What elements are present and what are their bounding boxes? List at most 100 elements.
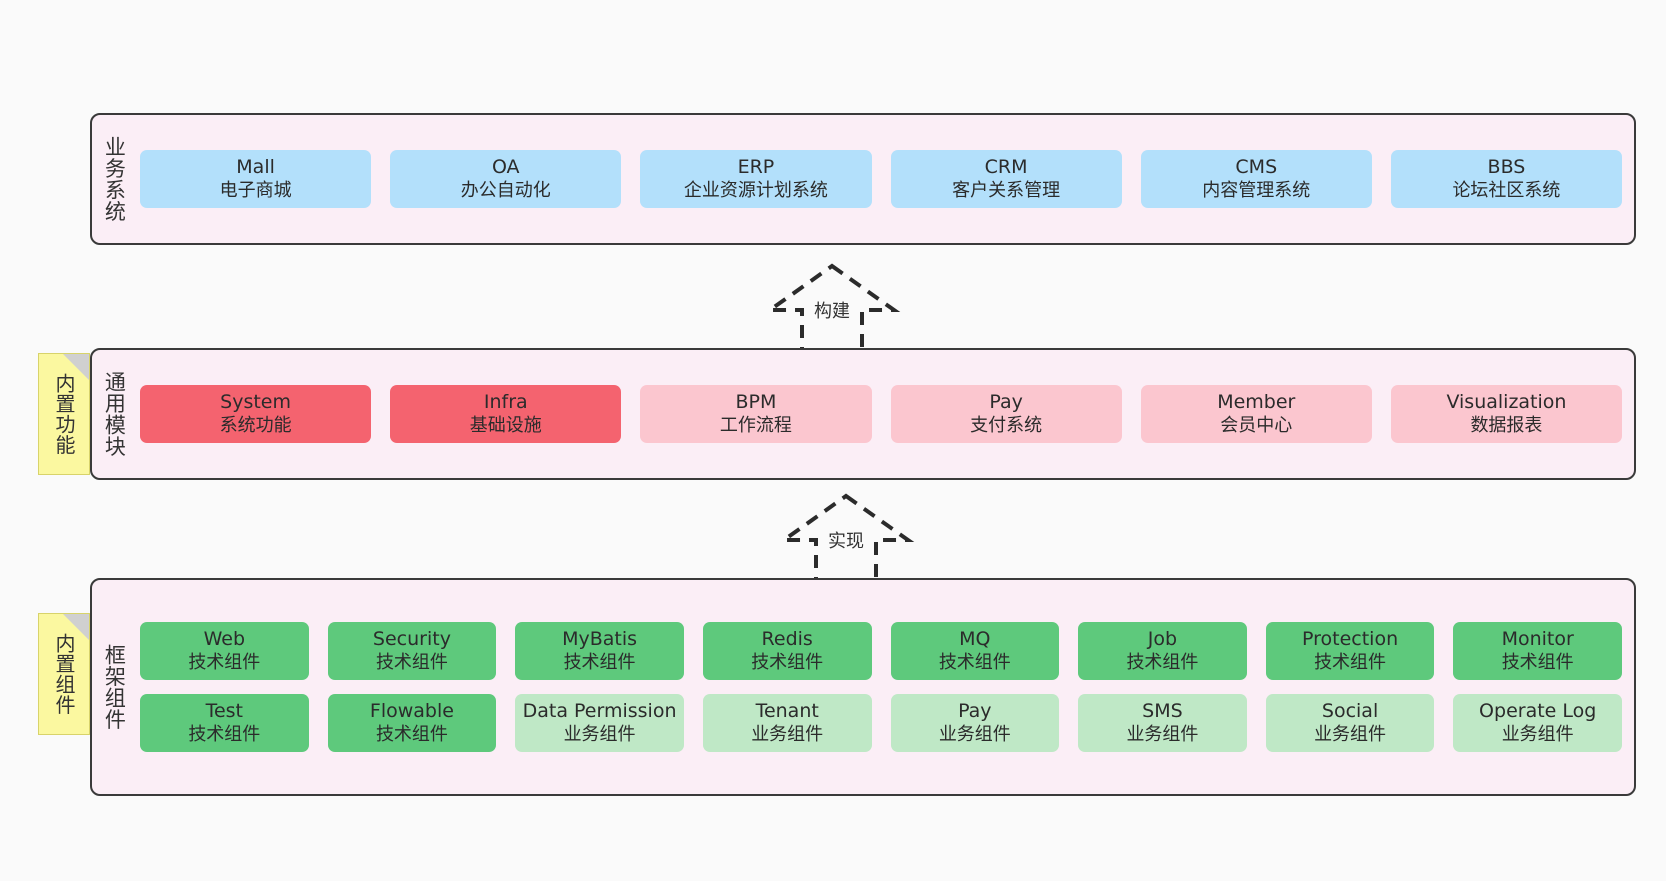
box-title: Test: [205, 700, 244, 722]
box-title: Infra: [483, 391, 528, 414]
box-title: CRM: [984, 156, 1028, 179]
box-subtitle: 基础设施: [469, 414, 542, 436]
box-subtitle: 技术组件: [938, 651, 1011, 673]
box-subtitle: 业务组件: [563, 723, 636, 745]
box-subtitle: 技术组件: [1314, 651, 1387, 673]
box-title: Monitor: [1501, 628, 1574, 651]
box-subtitle: 技术组件: [563, 651, 636, 673]
box-subtitle: 业务组件: [751, 723, 824, 745]
section-title-framework: 框架组件: [102, 644, 127, 730]
box-title: Protection: [1302, 628, 1399, 651]
box-subtitle: 技术组件: [188, 723, 261, 745]
note-builtin-features-label: 内置功能: [52, 373, 76, 455]
box-subtitle: 会员中心: [1220, 414, 1293, 436]
arrow-implement: 实现: [771, 492, 921, 582]
box-title: BBS: [1487, 156, 1526, 179]
box-subtitle: 业务组件: [938, 723, 1011, 745]
box-subtitle: 办公自动化: [460, 179, 551, 201]
box-subtitle: 系统功能: [219, 414, 292, 436]
box-title: System: [220, 391, 292, 414]
box-title: ERP: [737, 156, 775, 179]
box-title: Job: [1147, 628, 1178, 651]
box-title: Pay: [958, 700, 992, 722]
box-subtitle: 电子商城: [219, 179, 292, 201]
box-title: MyBatis: [562, 628, 638, 651]
box-title: Visualization: [1446, 391, 1567, 414]
box-title: Tenant: [755, 700, 819, 722]
box-title: Web: [203, 628, 246, 651]
box-title: Mall: [236, 156, 275, 179]
box-title: OA: [491, 156, 520, 179]
box-title: SMS: [1142, 700, 1183, 722]
note-fold-corner-icon: [63, 614, 89, 640]
arrow-build-label: 构建: [811, 297, 853, 323]
box-subtitle: 技术组件: [751, 651, 824, 673]
box-subtitle: 数据报表: [1470, 414, 1543, 436]
note-builtin-features: 内置功能: [38, 353, 90, 475]
arrow-implement-label: 实现: [825, 527, 867, 553]
box-title: CMS: [1235, 156, 1278, 179]
box-title: Operate Log: [1479, 700, 1597, 722]
box-title: Member: [1217, 391, 1296, 414]
box-subtitle: 技术组件: [1501, 651, 1574, 673]
box-title: Security: [372, 628, 451, 651]
box-subtitle: 业务组件: [1501, 723, 1574, 745]
box-subtitle: 企业资源计划系统: [683, 179, 828, 201]
box-subtitle: 技术组件: [375, 651, 448, 673]
note-builtin-components: 内置组件: [38, 613, 90, 735]
box-subtitle: 内容管理系统: [1202, 179, 1311, 201]
box-subtitle: 技术组件: [188, 651, 261, 673]
box-subtitle: 技术组件: [1126, 651, 1199, 673]
box-subtitle: 客户关系管理: [952, 179, 1061, 201]
box-subtitle: 技术组件: [375, 723, 448, 745]
box-subtitle: 业务组件: [1126, 723, 1199, 745]
box-subtitle: 工作流程: [719, 414, 792, 436]
section-title-modules: 通用模块: [102, 371, 127, 457]
box-title: Redis: [761, 628, 813, 651]
box-title: BPM: [735, 391, 777, 414]
box-subtitle: 论坛社区系统: [1452, 179, 1561, 201]
box-subtitle: 支付系统: [970, 414, 1043, 436]
box-subtitle: 业务组件: [1314, 723, 1387, 745]
note-builtin-components-label: 内置组件: [52, 633, 76, 715]
